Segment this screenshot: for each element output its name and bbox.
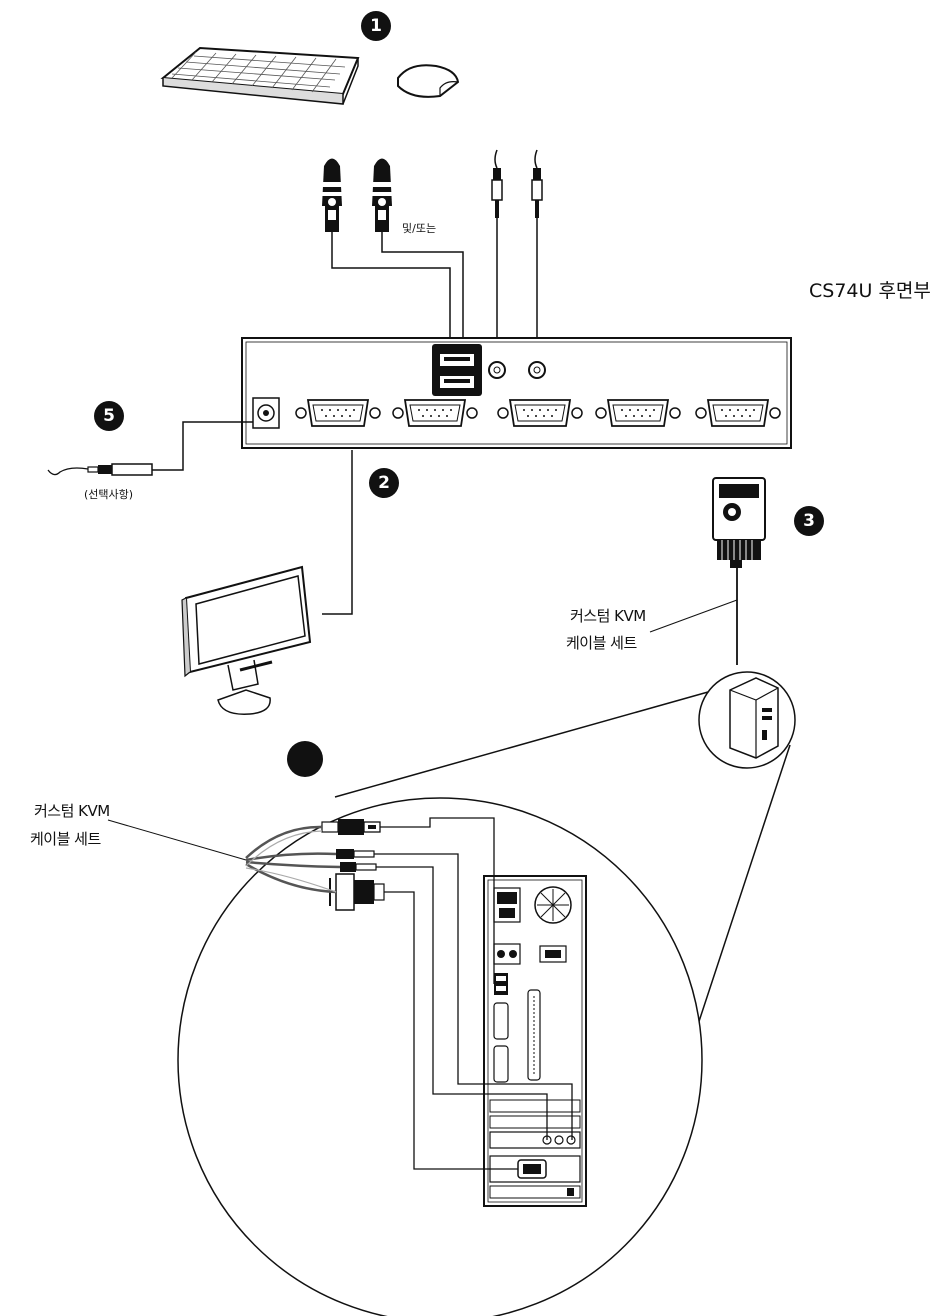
kvm-cable-detail-label-line2: 케이블 세트 bbox=[30, 830, 101, 848]
audio-plug-icon bbox=[491, 149, 543, 219]
usb-port bbox=[432, 344, 482, 396]
kvm-cable-detail-label-line1: 커스텀 KVM bbox=[34, 802, 110, 820]
vga-connector-icon bbox=[712, 477, 766, 568]
optional-label: (선택사항) bbox=[84, 488, 134, 501]
step-3-badge: 3 bbox=[794, 506, 824, 536]
step-4-badge bbox=[287, 741, 323, 777]
kvm-cable-label-line2: 케이블 세트 bbox=[566, 634, 637, 652]
step-2-badge: 2 bbox=[369, 468, 399, 498]
page-title: CS74U 후면부 bbox=[809, 280, 931, 302]
kvm-cable-set-connectors bbox=[245, 817, 573, 1170]
kvm-cable-label-line1: 커스텀 KVM bbox=[570, 607, 646, 625]
usb-plug-icon bbox=[321, 158, 393, 232]
detail-circle bbox=[177, 797, 703, 1316]
pc-tower-icon bbox=[698, 671, 796, 769]
mouse-icon bbox=[397, 64, 460, 98]
monitor-icon bbox=[181, 565, 312, 715]
and-or-label: 및/또는 bbox=[402, 222, 437, 235]
power-jack bbox=[252, 397, 280, 429]
pc-rear-panel-icon bbox=[483, 875, 587, 1207]
step-5-badge: 5 bbox=[94, 401, 124, 431]
audio-port bbox=[488, 361, 546, 379]
power-adapter-icon bbox=[47, 421, 253, 476]
keyboard-icon bbox=[160, 46, 360, 105]
step-1-badge: 1 bbox=[361, 11, 391, 41]
kvm-switch-rear bbox=[241, 337, 792, 449]
